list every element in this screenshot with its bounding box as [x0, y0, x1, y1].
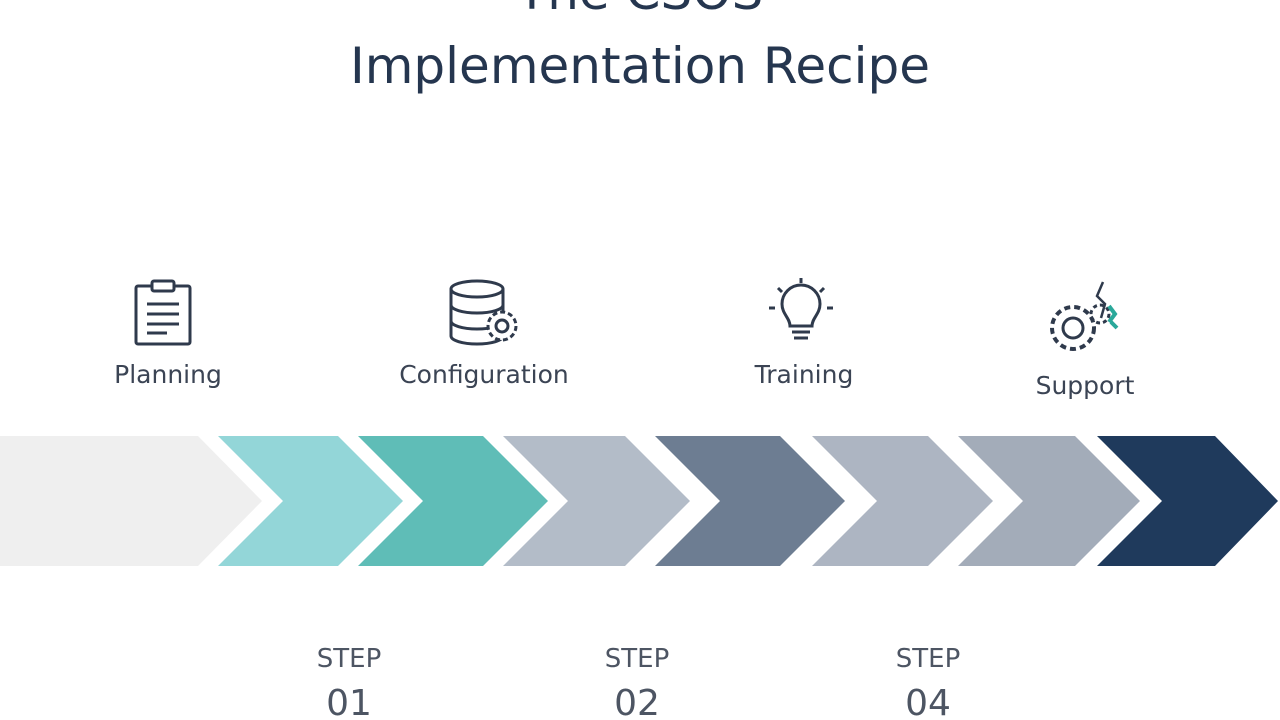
step-number: 04	[905, 683, 951, 720]
database-gear-icon	[449, 279, 518, 346]
chevron-7	[958, 436, 1140, 566]
chevron-3	[358, 436, 548, 566]
stage-label-training: Training	[754, 360, 854, 389]
step-number: 02	[614, 683, 660, 720]
lightbulb-icon	[769, 278, 833, 340]
chevron-1	[0, 436, 262, 566]
title-line-1: The CSOS	[0, 0, 1280, 22]
step-marker-3: STEP 04	[858, 644, 998, 720]
stage-label-configuration: Configuration	[399, 360, 569, 389]
step-marker-2: STEP 02	[567, 644, 707, 720]
title-line-2: Implementation Recipe	[349, 37, 931, 95]
chevron-arrow-row	[0, 436, 1278, 566]
chevron-6	[812, 436, 993, 566]
step-word: STEP	[316, 644, 382, 674]
clipboard-icon	[134, 279, 192, 346]
step-number: 01	[326, 683, 372, 720]
step-word: STEP	[604, 644, 670, 674]
gears-support-icon	[1050, 281, 1119, 351]
step-word: STEP	[895, 644, 961, 674]
chevron-5	[655, 436, 845, 566]
chevron-4	[503, 436, 690, 566]
chevron-2	[218, 436, 403, 566]
stage-label-support: Support	[1035, 371, 1135, 400]
stage-label-planning: Planning	[114, 360, 222, 389]
chevron-8	[1097, 436, 1278, 566]
step-marker-1: STEP 01	[279, 644, 419, 720]
